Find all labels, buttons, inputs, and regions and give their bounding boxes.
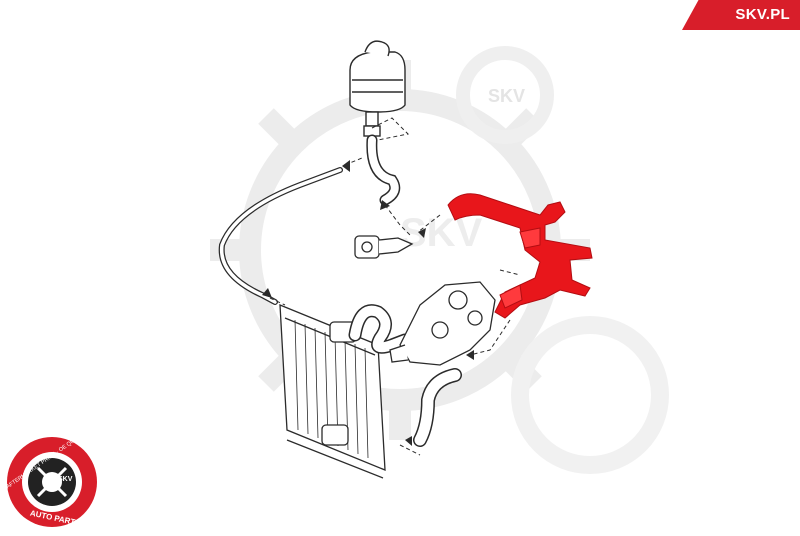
highlighted-coolant-pipe <box>447 193 593 319</box>
watermark-skv-top: SKV <box>488 86 525 106</box>
gear-watermark-right-icon <box>511 316 669 474</box>
flange-connector <box>354 235 414 259</box>
brand-tab[interactable] <box>682 0 800 30</box>
expansion-tank <box>349 40 406 137</box>
gear-watermark-small-icon <box>456 46 554 144</box>
leader-lines <box>269 117 521 456</box>
site-label[interactable]: SKV.PL <box>735 6 790 23</box>
arrow-markers <box>262 160 474 446</box>
radiator <box>279 304 386 479</box>
thermostat-housing <box>389 281 496 366</box>
watermark-skv-center: SKV <box>400 211 483 255</box>
logo-center-text: SKV <box>58 476 73 483</box>
skv-logo-icon <box>7 437 97 527</box>
